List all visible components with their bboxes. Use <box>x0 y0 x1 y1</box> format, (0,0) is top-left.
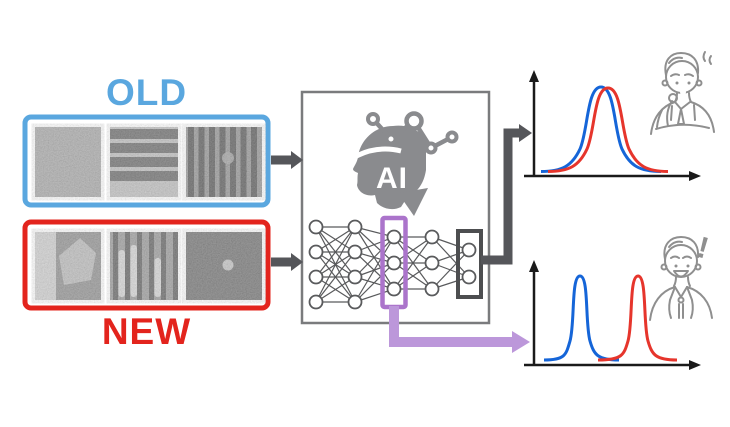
confused-person-icon <box>650 51 715 135</box>
old-sample-uniform-noise <box>35 127 101 197</box>
old-samples-box <box>22 114 271 208</box>
hidden-feature-arrow <box>389 306 530 353</box>
ai-label: AI <box>376 162 408 195</box>
sweat-drop-icon <box>708 55 712 65</box>
new-distribution-curve <box>547 86 669 173</box>
new-sample-dark-dot <box>186 232 262 300</box>
old-sample-vertical-stripes-spot <box>186 127 262 197</box>
old-distribution-curve <box>540 85 662 173</box>
separated-distributions-chart <box>524 260 701 370</box>
old-sample-horizontal-stripes <box>110 127 178 197</box>
new-input-arrow <box>271 253 303 271</box>
new-label: NEW <box>101 311 192 352</box>
new-feature-curve <box>597 274 678 362</box>
new-samples-box <box>22 219 271 311</box>
old-label: OLD <box>105 72 188 113</box>
overlapping-distributions-chart <box>524 70 701 181</box>
sweat-drop-icon <box>702 51 706 62</box>
output-arrow <box>481 124 532 265</box>
new-sample-two-tone-polygon <box>35 232 101 300</box>
old-feature-curve <box>543 274 620 362</box>
happy-person-icon: ! <box>649 231 713 321</box>
new-sample-stripes-streaks <box>110 232 178 300</box>
neural-network <box>308 219 477 310</box>
ai-head-network-icon: AI <box>351 111 459 216</box>
old-input-arrow <box>271 151 303 169</box>
